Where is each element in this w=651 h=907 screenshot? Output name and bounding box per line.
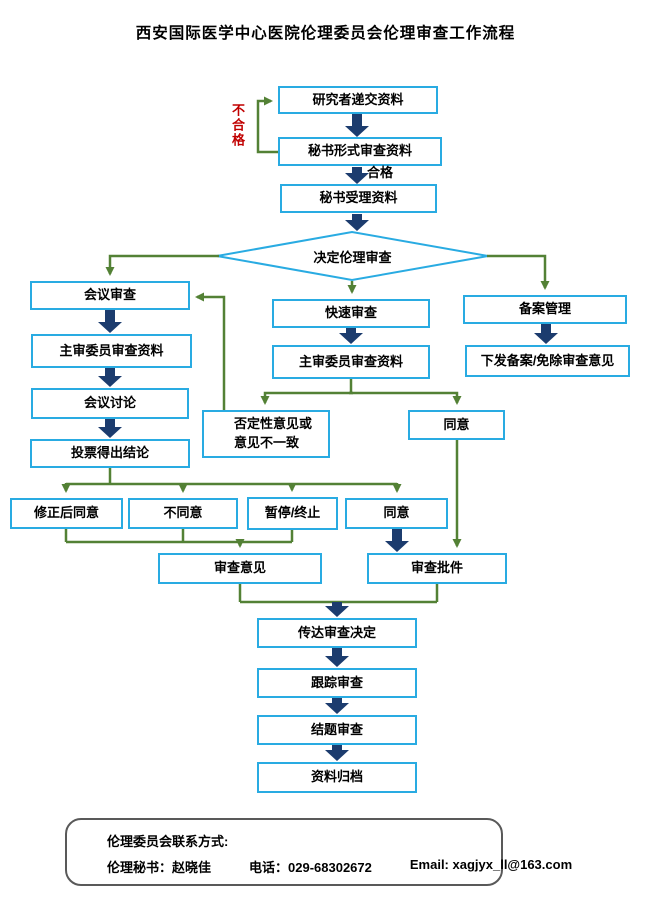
node-review-approval: 审查批件 [367,553,507,584]
page-title: 西安国际医学中心医院伦理委员会伦理审查工作流程 [135,25,516,42]
node-conclusion-review: 结题审查 [257,715,417,745]
contact-box: 伦理委员会联系方式: 伦理秘书：赵晓佳 电话：029-68302672 Emai… [65,818,572,886]
node-formal-review: 秘书形式审查资料 [278,137,442,166]
node-disagree: 不同意 [128,498,238,529]
node-archive: 资料归档 [257,762,417,793]
node-negative-opinion: 否定性意见或 意见不一致 [202,410,330,458]
node-accept: 秘书受理资料 [280,184,437,213]
node-agree-bottom: 同意 [345,498,448,529]
node-decide: 决定伦理审查 [313,249,392,265]
contact-phone: 电话：029-68302672 [249,860,372,875]
fail-label: 不合格 [230,103,245,148]
node-suspend-terminate: 暂停/终止 [247,497,338,530]
node-record-issue: 下发备案/免除审查意见 [465,345,630,377]
node-meeting-discuss: 会议讨论 [31,388,189,419]
node-chief-review-mid: 主审委员审查资料 [272,345,430,379]
node-chief-review-left: 主审委员审查资料 [31,334,192,368]
node-convey-decision: 传达审查决定 [257,618,417,648]
contact-secretary: 伦理秘书：赵晓佳 [107,860,212,875]
contact-email: Email: xagjyx_ll@163.com [409,857,573,872]
block-arrows [98,114,558,761]
node-review-opinion: 审查意见 [158,553,322,584]
node-meeting-review: 会议审查 [30,281,190,310]
node-approve-after-revision: 修正后同意 [10,498,123,529]
node-vote: 投票得出结论 [30,439,190,468]
node-submit: 研究者递交资料 [278,86,438,114]
contact-header: 伦理委员会联系方式: [107,834,229,849]
pass-label: 合格 [367,165,394,180]
node-agree-mid: 同意 [408,410,505,440]
node-rapid-review: 快速审查 [272,299,430,328]
node-record-manage: 备案管理 [463,295,627,324]
node-follow-up-review: 跟踪审查 [257,668,417,698]
